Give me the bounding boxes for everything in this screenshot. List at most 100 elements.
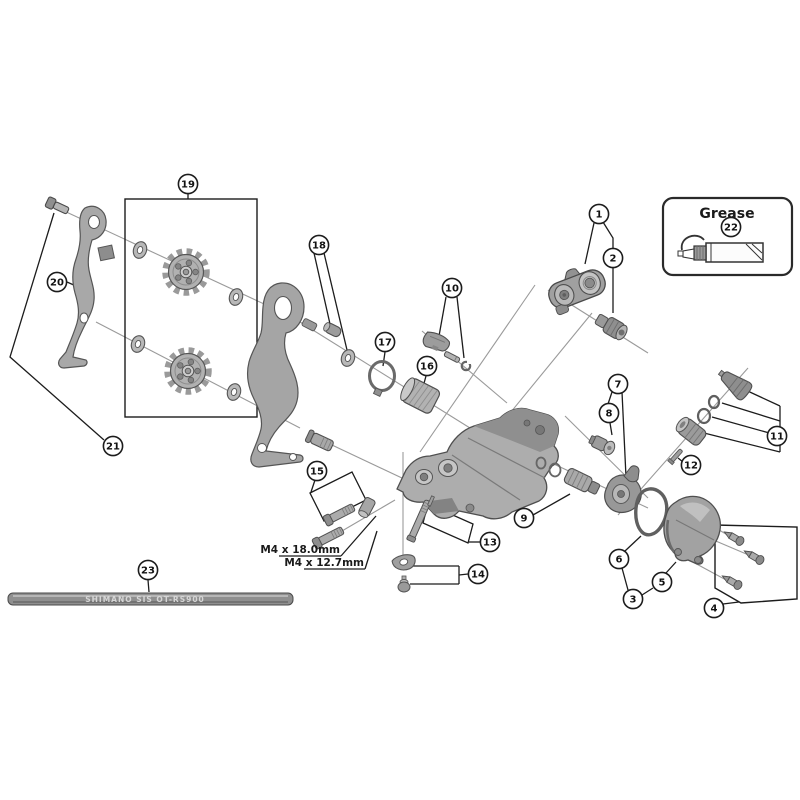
callout-17: 17 bbox=[374, 331, 396, 353]
bracket-axle-unit bbox=[604, 465, 642, 514]
callout-6: 6 bbox=[608, 548, 630, 570]
stopper-plate bbox=[422, 331, 451, 352]
svg-text:3: 3 bbox=[630, 595, 637, 606]
callout-14: 14 bbox=[467, 563, 489, 585]
upper-pulley bbox=[162, 248, 210, 296]
callout-10: 10 bbox=[441, 277, 463, 299]
svg-text:23: 23 bbox=[141, 566, 155, 577]
gasket bbox=[634, 487, 669, 537]
svg-text:14: 14 bbox=[471, 570, 485, 581]
svg-text:10: 10 bbox=[445, 284, 459, 295]
inner-plate bbox=[58, 205, 115, 369]
clutch-cylinder bbox=[400, 377, 441, 414]
lower-pulley bbox=[164, 347, 212, 395]
callout-7: 7 bbox=[607, 373, 629, 395]
stopper-pin bbox=[443, 351, 461, 363]
callout-1: 1 bbox=[588, 203, 610, 225]
svg-text:5: 5 bbox=[659, 578, 666, 589]
callout-15: 15 bbox=[306, 460, 328, 482]
screw-group-box bbox=[714, 524, 798, 604]
callout-23: 23 bbox=[137, 559, 159, 581]
cage-pivot-bolt bbox=[304, 429, 334, 452]
outer-casing: SHIMANO SIS OT-RS900 bbox=[7, 592, 294, 606]
callout-18: 18 bbox=[308, 234, 330, 256]
link-shaft bbox=[594, 313, 628, 341]
svg-text:11: 11 bbox=[770, 432, 784, 443]
cover-screw-2 bbox=[743, 550, 765, 565]
callout-22: 22 bbox=[720, 216, 742, 238]
callout-9: 9 bbox=[513, 507, 535, 529]
callout-4: 4 bbox=[703, 597, 725, 619]
pulley-group-box bbox=[124, 198, 258, 418]
callout-20: 20 bbox=[46, 271, 68, 293]
svg-text:6: 6 bbox=[616, 555, 623, 566]
svg-text:2: 2 bbox=[610, 254, 617, 265]
washer-2 bbox=[228, 288, 244, 306]
mount-pin-tip bbox=[427, 495, 435, 507]
svg-text:8: 8 bbox=[606, 409, 613, 420]
callout-12: 12 bbox=[680, 454, 702, 476]
bolt-upper-label: M4 x 18.0mm bbox=[260, 544, 340, 556]
svg-text:15: 15 bbox=[310, 467, 324, 478]
snap-ring bbox=[368, 360, 396, 397]
svg-text:20: 20 bbox=[50, 278, 64, 289]
cable-fixing-bolt bbox=[397, 575, 411, 593]
callout-16: 16 bbox=[416, 355, 438, 377]
o-ring-small bbox=[535, 456, 547, 470]
outer-plate bbox=[247, 282, 318, 468]
snap-clip bbox=[460, 359, 472, 372]
callout-leader-lines bbox=[9, 194, 781, 605]
callout-8: 8 bbox=[598, 402, 620, 424]
plate-axle-stub bbox=[301, 318, 318, 332]
dimension-labels: M4 x 18.0mm M4 x 12.7mm bbox=[260, 544, 364, 569]
casing-marking: SHIMANO SIS OT-RS900 bbox=[85, 595, 205, 604]
adjust-knob bbox=[717, 369, 753, 401]
mount-pin bbox=[406, 499, 431, 543]
adjust-bolt bbox=[588, 435, 616, 456]
cage-bolt-short bbox=[311, 526, 345, 550]
spring-bolt bbox=[563, 468, 601, 495]
grease-tube-illustration bbox=[677, 234, 764, 263]
plate-tab bbox=[97, 244, 115, 262]
washer-1 bbox=[132, 241, 148, 259]
cover-screw-3 bbox=[721, 575, 743, 590]
svg-text:1: 1 bbox=[596, 210, 603, 221]
stud-nut bbox=[358, 497, 376, 518]
callout-3: 3 bbox=[622, 588, 644, 610]
svg-text:19: 19 bbox=[181, 180, 195, 191]
bolt-lower-label: M4 x 12.7mm bbox=[284, 557, 364, 569]
svg-text:4: 4 bbox=[711, 604, 718, 615]
cable-guide-plate bbox=[391, 554, 416, 571]
svg-text:17: 17 bbox=[378, 338, 392, 349]
cage-bushing bbox=[323, 322, 342, 338]
callout-19: 19 bbox=[177, 173, 199, 195]
washer-4 bbox=[226, 383, 242, 401]
cover-screw-1 bbox=[723, 531, 745, 546]
cover-unit bbox=[663, 495, 722, 565]
pulley-bolt bbox=[44, 196, 70, 215]
main-body bbox=[396, 407, 560, 520]
knob-o-ring-1 bbox=[707, 394, 721, 410]
svg-text:12: 12 bbox=[684, 461, 698, 472]
adjuster-barrel bbox=[675, 416, 707, 446]
svg-text:9: 9 bbox=[521, 514, 528, 525]
link-assembly bbox=[548, 268, 606, 316]
callout-21: 21 bbox=[102, 435, 124, 457]
callout-13: 13 bbox=[479, 531, 501, 553]
set-pin bbox=[667, 448, 683, 466]
callout-11: 11 bbox=[766, 425, 788, 447]
svg-text:22: 22 bbox=[724, 223, 738, 234]
washer-3 bbox=[130, 335, 146, 353]
svg-text:13: 13 bbox=[483, 538, 497, 549]
o-ring-large bbox=[548, 462, 562, 478]
callout-2: 2 bbox=[602, 247, 624, 269]
callout-5: 5 bbox=[651, 571, 673, 593]
svg-text:18: 18 bbox=[312, 241, 326, 252]
svg-text:16: 16 bbox=[420, 362, 434, 373]
washer-5 bbox=[340, 349, 356, 367]
cage-bolt-long bbox=[322, 503, 356, 527]
knob-o-ring-2 bbox=[696, 407, 712, 425]
